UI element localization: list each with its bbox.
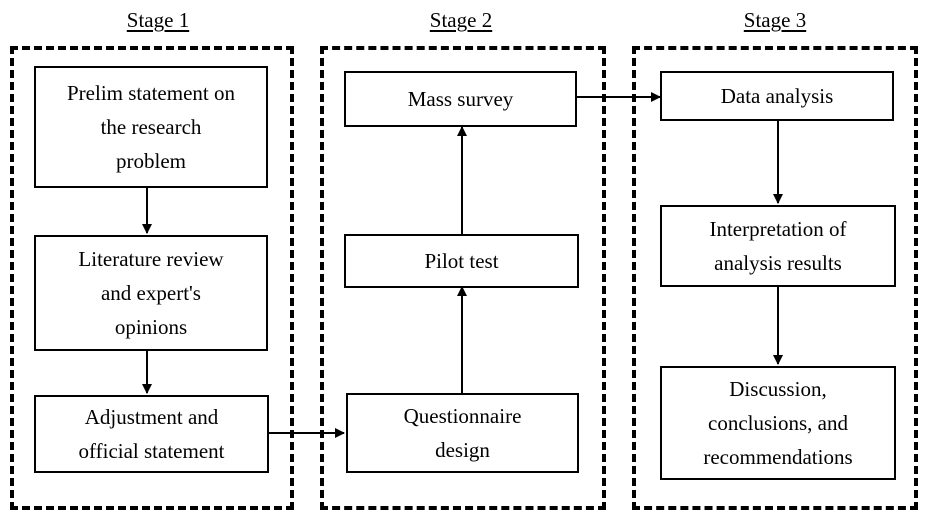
interpretation-box: Interpretation of analysis results bbox=[660, 205, 896, 287]
stage-1-title: Stage 1 bbox=[126, 8, 190, 32]
literature-review-box: Literature review and expert's opinions bbox=[34, 235, 268, 351]
adjustment-statement-box: Adjustment and official statement bbox=[34, 395, 269, 473]
discussion-box: Discussion, conclusions, and recommendat… bbox=[660, 366, 896, 480]
prelim-statement-box: Prelim statement on the research problem bbox=[34, 66, 268, 188]
mass-survey-box: Mass survey bbox=[344, 71, 577, 127]
stage-3-frame bbox=[632, 46, 918, 510]
questionnaire-design-box: Questionnaire design bbox=[346, 393, 579, 473]
stage-2-title: Stage 2 bbox=[429, 8, 493, 32]
stage-2-frame bbox=[320, 46, 606, 510]
stage-1-frame bbox=[10, 46, 294, 510]
data-analysis-box: Data analysis bbox=[660, 71, 894, 121]
stage-3-title: Stage 3 bbox=[743, 8, 807, 32]
pilot-test-box: Pilot test bbox=[344, 234, 579, 288]
